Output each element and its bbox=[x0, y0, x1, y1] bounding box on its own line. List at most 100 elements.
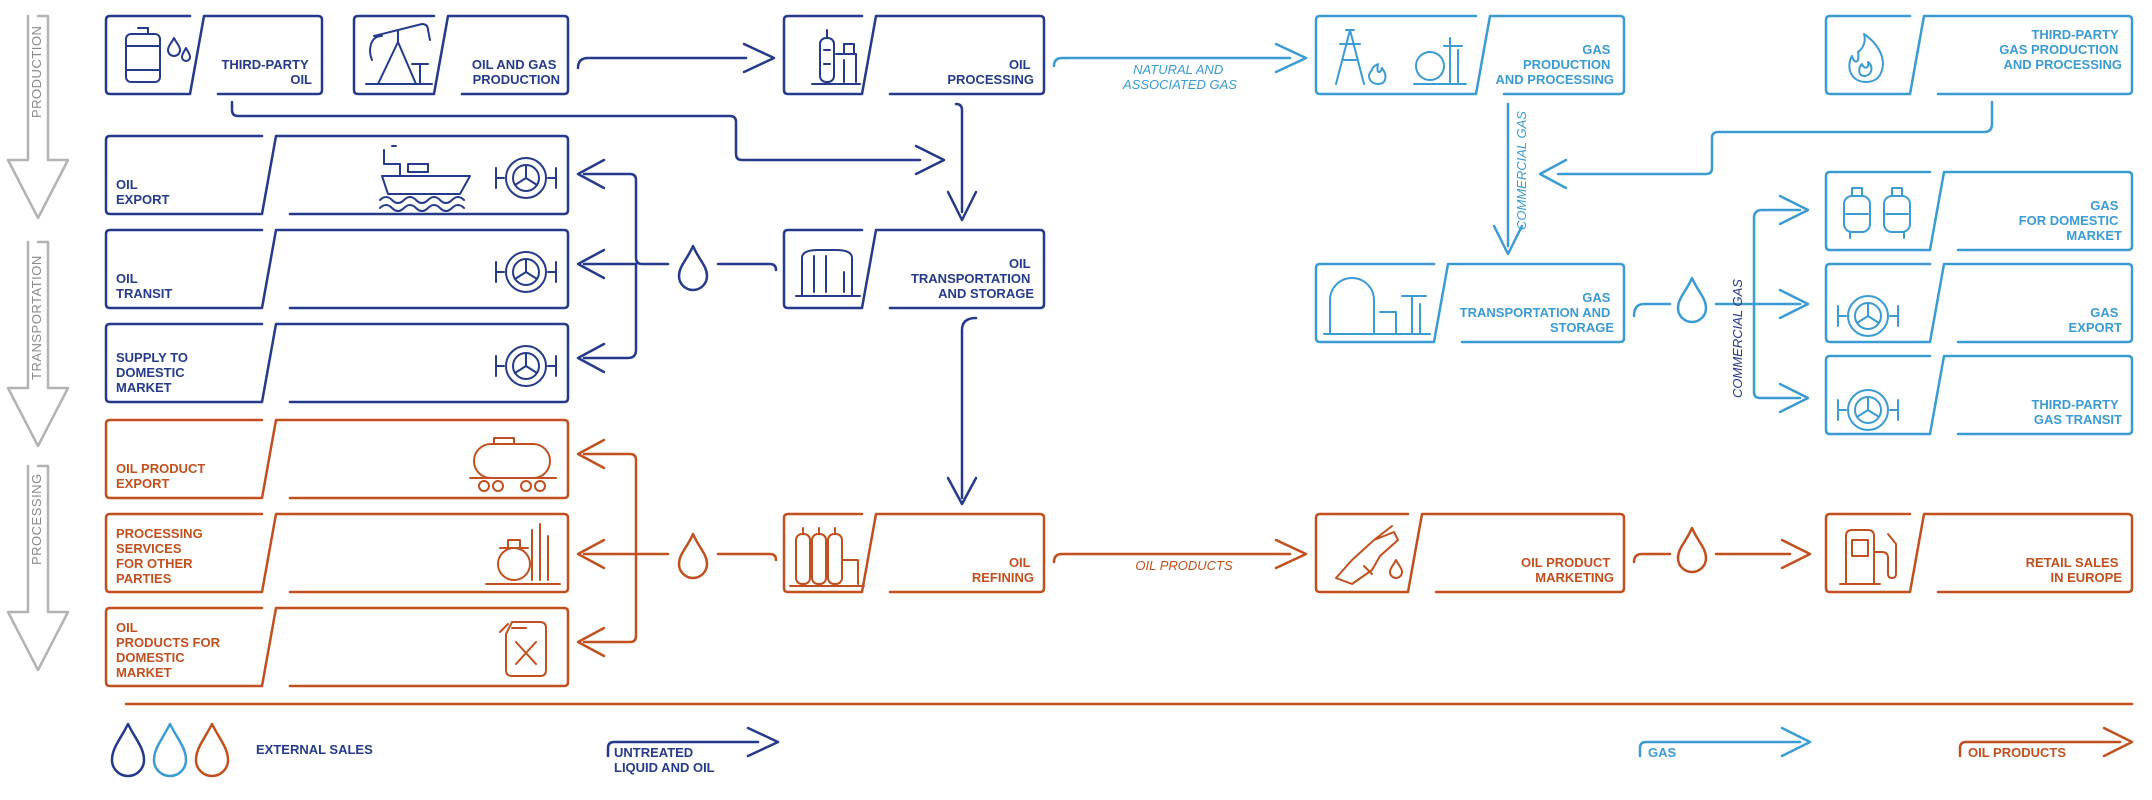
processing-tower-icon bbox=[811, 29, 861, 85]
gas-cylinders-icon bbox=[1843, 187, 1911, 239]
legend-oil-products-arrow bbox=[1958, 726, 2134, 758]
label-oil-transit: OIL TRANSIT bbox=[116, 271, 172, 301]
arrowhead-supply-domestic bbox=[576, 342, 606, 374]
legend-drop-dark bbox=[110, 722, 146, 778]
oil-drop-orange bbox=[677, 532, 709, 580]
arrowhead-oil-products-domestic bbox=[576, 626, 606, 658]
box-gas-transport-storage bbox=[1314, 262, 1626, 344]
label-gas-production-processing: GAS PRODUCTION AND PROCESSING bbox=[1496, 42, 1614, 87]
legend-gas-arrow bbox=[1638, 726, 1812, 758]
arrow-production-to-processing bbox=[576, 56, 748, 70]
box-third-party-oil bbox=[104, 14, 324, 96]
arrow-oil-products bbox=[1052, 552, 1292, 564]
pumpjack-icon bbox=[365, 23, 433, 85]
storage-tank-icon bbox=[795, 249, 861, 297]
label-gas-export: GAS EXPORT bbox=[2069, 305, 2123, 335]
box-oil-transport-storage bbox=[782, 228, 1046, 310]
arrow-bracket-down bbox=[582, 262, 638, 360]
arrow-transport-to-refining bbox=[960, 316, 978, 500]
arrow-third-party-gas-to-transport bbox=[1556, 100, 1994, 176]
label-retail-sales: RETAIL SALES IN EUROPE bbox=[2026, 555, 2123, 585]
arrowhead-production-to-processing bbox=[742, 42, 776, 74]
tanker-ship-icon bbox=[379, 145, 471, 212]
legend-gas-label: GAS bbox=[1648, 745, 1677, 760]
label-third-party-oil: THIRD-PARTY OIL bbox=[221, 57, 312, 87]
gas-rig-icon bbox=[1335, 29, 1467, 85]
box-oil-product-marketing bbox=[1314, 512, 1626, 594]
gas-drop-light bbox=[1676, 276, 1708, 324]
arrow-gas-transport-to-drop bbox=[1632, 302, 1672, 318]
arrowhead-gas-transit bbox=[1778, 382, 1810, 414]
stage-label-transportation: TRANSPORTATION bbox=[29, 255, 44, 380]
label-oil-export: OIL EXPORT bbox=[116, 177, 170, 207]
arrowhead-gas-export bbox=[1778, 288, 1810, 320]
label-oil-processing: OIL PROCESSING bbox=[947, 57, 1034, 87]
legend-untreated-arrow bbox=[606, 726, 780, 758]
gas-storage-icon bbox=[1323, 277, 1431, 335]
box-oil-gas-production bbox=[352, 14, 570, 96]
label-third-party-gas: THIRD-PARTY GAS PRODUCTION AND PROCESSIN… bbox=[1999, 27, 2122, 72]
legend-external-sales: EXTERNAL SALES bbox=[256, 742, 373, 757]
stage-arrow-transportation bbox=[6, 240, 70, 448]
legend-drop-orange bbox=[194, 722, 230, 778]
arrowhead-processing-services bbox=[576, 538, 606, 570]
box-gas-production-processing bbox=[1314, 14, 1626, 96]
label-oil-refining: OIL REFINING bbox=[972, 555, 1034, 585]
label-oil-product-marketing: OIL PRODUCT MARKETING bbox=[1521, 555, 1614, 585]
valve-icon bbox=[495, 251, 557, 293]
box-oil-refining bbox=[782, 512, 1046, 594]
arrow-processing-to-transport bbox=[954, 102, 964, 214]
barrel-icon bbox=[125, 27, 191, 83]
flow-label-commercial-gas-vertical: COMMERCIAL GAS bbox=[1514, 111, 1529, 230]
flame-icon bbox=[1848, 33, 1884, 83]
arrowhead-processing-to-transport bbox=[946, 190, 978, 222]
label-supply-domestic: SUPPLY TO DOMESTIC MARKET bbox=[116, 350, 192, 395]
fuel-pump-icon bbox=[1839, 529, 1897, 585]
label-gas-domestic: GAS FOR DOMESTIC MARKET bbox=[2019, 198, 2122, 243]
arrowhead-retail bbox=[1780, 538, 1812, 570]
arrow-third-party-to-transport bbox=[230, 100, 922, 162]
valve-icon bbox=[495, 345, 557, 387]
arrowhead-natural-gas bbox=[1274, 42, 1308, 74]
arrowhead-transport-to-refining bbox=[946, 476, 978, 506]
label-gas-transport-storage: GAS TRANSPORTATION AND STORAGE bbox=[1460, 290, 1615, 335]
box-third-party-gas bbox=[1824, 14, 2134, 96]
jerrycan-icon bbox=[499, 621, 547, 677]
box-gas-export bbox=[1824, 262, 2134, 344]
box-oil-export bbox=[104, 134, 570, 216]
oil-drop-orange-2 bbox=[1676, 526, 1708, 574]
legend-oil-products-label: OIL PRODUCTS bbox=[1968, 745, 2066, 760]
arrowhead-third-party-gas bbox=[1538, 158, 1568, 190]
valve-icon bbox=[1837, 389, 1899, 431]
stage-arrow-production bbox=[6, 14, 70, 220]
stage-label-production: PRODUCTION bbox=[29, 26, 44, 118]
box-oil-processing bbox=[782, 14, 1046, 96]
box-third-party-gas-transit bbox=[1824, 354, 2134, 436]
arrowhead-gas-domestic bbox=[1778, 194, 1810, 226]
label-oil-products-domestic: OIL PRODUCTS FOR DOMESTIC MARKET bbox=[116, 620, 224, 680]
label-oil-product-export: OIL PRODUCT EXPORT bbox=[116, 461, 209, 491]
arrowhead-gas-prod-to-transport bbox=[1492, 224, 1524, 256]
box-oil-product-export bbox=[104, 418, 570, 500]
valve-icon bbox=[1837, 295, 1899, 337]
arrow-marketing-to-drop bbox=[1632, 552, 1672, 564]
arrow-natural-gas bbox=[1052, 56, 1292, 68]
arrow-gas-bracket bbox=[1752, 208, 1802, 400]
arrow-refining-to-drop bbox=[716, 552, 778, 562]
box-retail-sales bbox=[1824, 512, 2134, 594]
arrow-orange-bracket bbox=[582, 452, 670, 644]
box-oil-transit bbox=[104, 228, 570, 310]
label-third-party-gas-transit: THIRD-PARTY GAS TRANSIT bbox=[2031, 397, 2122, 427]
legend-untreated-label: UNTREATED LIQUID AND OIL bbox=[614, 745, 715, 775]
label-oil-gas-production: OIL AND GAS PRODUCTION bbox=[472, 57, 560, 87]
arrowhead-oil-product-export bbox=[576, 438, 606, 470]
rail-tanker-icon bbox=[469, 437, 557, 492]
refinery-columns-icon bbox=[789, 527, 865, 587]
arrowhead-oil-export bbox=[576, 158, 606, 190]
legend-drop-light bbox=[152, 722, 188, 778]
box-processing-services bbox=[104, 512, 570, 594]
processing-plant-icon bbox=[485, 523, 561, 585]
valve-icon bbox=[495, 157, 557, 199]
stage-label-processing: PROCESSING bbox=[29, 473, 44, 565]
arrow-transport-to-drop bbox=[716, 262, 778, 272]
